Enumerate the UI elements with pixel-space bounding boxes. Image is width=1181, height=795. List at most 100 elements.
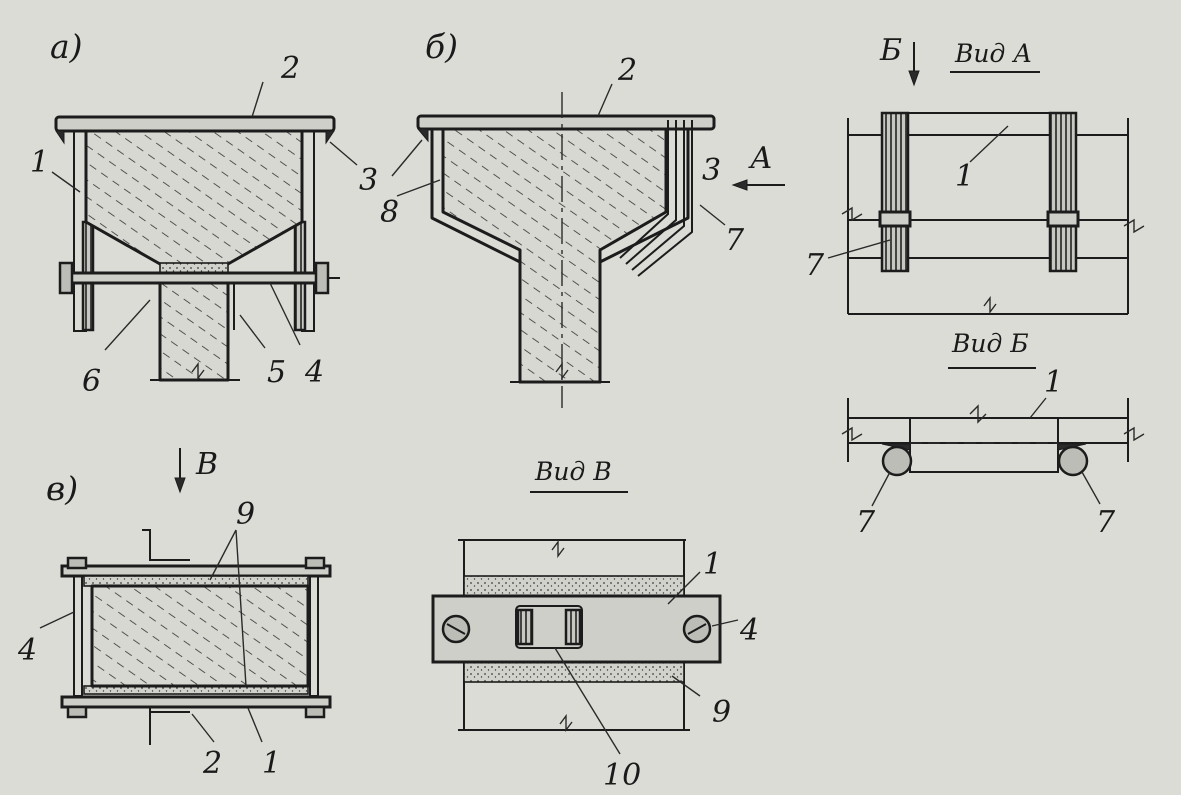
figure-b-seal <box>416 128 429 143</box>
figure-a-label-2: 2 <box>280 51 300 86</box>
figure-v-right-rod <box>309 575 319 697</box>
view-v-break-mark <box>551 539 565 559</box>
view-b-break-mark <box>841 426 863 442</box>
leader <box>969 125 1009 163</box>
view-a-break-mark <box>841 206 863 222</box>
view-b-block <box>909 417 1059 473</box>
leader <box>667 571 701 605</box>
figure-v-bottom-angle <box>149 707 190 745</box>
view-a-clamp <box>878 210 912 228</box>
leader <box>1029 397 1047 419</box>
view-v-handle <box>515 605 583 649</box>
figure-a-column <box>158 281 230 382</box>
figure-v-left-rod <box>73 575 83 697</box>
view-b-label-1: 1 <box>1044 365 1063 400</box>
figure-v-nut <box>66 556 88 570</box>
figure-b: б) А 2 8 3 7 <box>380 27 785 408</box>
figure-b-view-arrow-head <box>731 179 748 191</box>
figure-b-strip <box>631 120 685 271</box>
view-b-label-7-right: 7 <box>1096 505 1116 540</box>
view-b-break-mark <box>1123 426 1145 442</box>
leader <box>247 707 263 743</box>
figure-v-label-4: 4 <box>17 633 37 668</box>
leader <box>699 204 726 226</box>
figure-a-label-3: 3 <box>359 163 378 198</box>
leader <box>235 529 247 687</box>
view-a-right-strip <box>1048 111 1078 273</box>
leader <box>329 141 358 166</box>
figure-v-nut <box>66 705 88 719</box>
figure-b-strip <box>619 120 669 259</box>
view-v-top-sand <box>463 575 685 597</box>
figure-a-hopper-concrete <box>84 129 304 266</box>
figure-v-label-9: 9 <box>236 497 255 532</box>
leader <box>191 713 215 743</box>
figure-b-concrete <box>441 127 668 384</box>
view-b-label-7-left: 7 <box>856 505 876 540</box>
figure-v-concrete <box>90 584 310 688</box>
figure-a-top-plate <box>54 115 336 133</box>
view-a-plate <box>904 112 1054 136</box>
view-a-break-mark <box>983 295 997 315</box>
figure-a-left-nut <box>58 261 74 295</box>
figure-a-label-5: 5 <box>267 355 286 390</box>
figure-b-label-3: 3 <box>702 153 721 188</box>
view-v-label-1: 1 <box>703 547 722 582</box>
leader <box>396 179 441 197</box>
leader <box>251 81 264 118</box>
view-v-label-9: 9 <box>712 695 731 730</box>
leader <box>269 282 301 346</box>
figure-b-label-8: 8 <box>380 195 399 230</box>
figure-b-strip <box>625 120 677 265</box>
view-b-seal <box>881 443 1087 451</box>
leader <box>1081 471 1101 505</box>
leader <box>871 471 891 507</box>
figure-v-label-1: 1 <box>262 746 281 781</box>
figure-a-break-mark <box>191 361 205 381</box>
view-v-handle-rib <box>516 608 534 646</box>
figure-a-letter: а) <box>50 27 83 66</box>
figure-a-label-6: 6 <box>82 364 101 399</box>
view-v-caption: Вид В <box>534 457 612 486</box>
view-a: Б Вид А 1 7 <box>805 33 1145 315</box>
figure-v-label-2: 2 <box>202 746 222 781</box>
leader <box>597 83 613 117</box>
leader <box>391 139 423 177</box>
view-b: Вид Б 1 7 7 <box>841 329 1145 540</box>
view-a-left-strip <box>880 111 910 273</box>
leader <box>554 647 621 755</box>
leader <box>671 675 701 697</box>
view-v: Вид В 1 4 9 10 <box>431 457 759 793</box>
leader <box>239 314 266 349</box>
view-a-arrow-head <box>908 70 920 87</box>
figure-v-top-angle <box>142 529 190 561</box>
view-v-bolt-slot <box>446 623 466 635</box>
figure-b-top-plate <box>416 114 716 131</box>
view-v-break-mark <box>559 713 573 733</box>
figure-v: в) В 9 4 2 1 <box>17 447 332 781</box>
view-v-handle-rib <box>564 608 582 646</box>
figure-v-letter: в) <box>46 469 78 508</box>
figure-b-break-mark <box>555 361 569 381</box>
leader <box>827 239 891 259</box>
figure-v-nut <box>304 556 326 570</box>
view-a-label-7: 7 <box>805 248 825 283</box>
leader <box>39 611 75 629</box>
figure-a: а) 2 1 3 6 5 4 <box>30 27 378 399</box>
figure-b-arrow-letter: А <box>748 141 773 176</box>
leader <box>51 171 81 193</box>
figure-a-label-4: 4 <box>304 355 324 390</box>
view-b-caption: Вид Б <box>951 329 1029 358</box>
figure-v-view-arrow-head <box>174 477 186 494</box>
figure-b-label-2: 2 <box>617 53 637 88</box>
view-v-bolt-slot <box>687 623 707 635</box>
view-a-clamp <box>1046 210 1080 228</box>
figure-v-top-bar <box>60 564 332 578</box>
view-b-break-mark <box>969 404 987 424</box>
view-v-label-10: 10 <box>603 758 641 793</box>
view-b-right-strip <box>1057 445 1089 477</box>
view-a-arrow-letter: Б <box>879 33 902 68</box>
figure-v-arrow-letter: В <box>195 447 218 482</box>
